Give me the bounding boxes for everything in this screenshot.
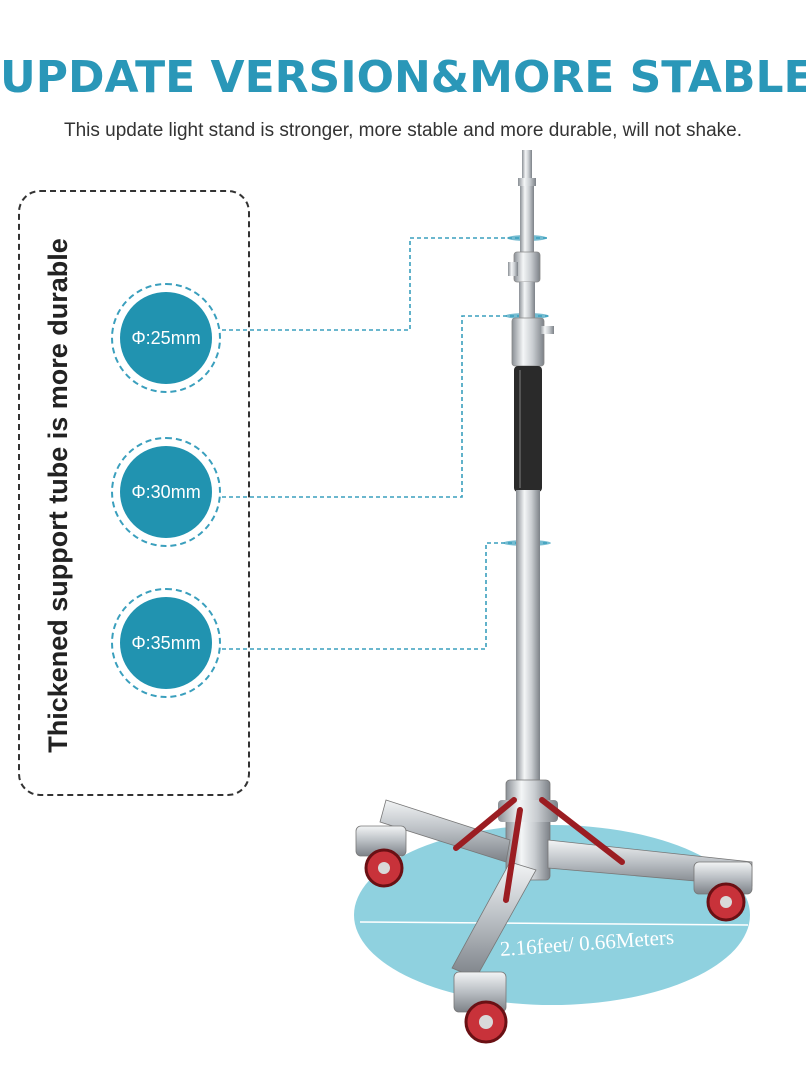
spigot bbox=[522, 150, 532, 180]
subheadline: This update light stand is stronger, mor… bbox=[63, 120, 743, 141]
foam-grip bbox=[514, 366, 542, 492]
leader-lines bbox=[222, 237, 548, 650]
badge-label: Φ:25mm bbox=[120, 292, 212, 384]
lower-riser bbox=[516, 490, 540, 790]
badge-label: Φ:35mm bbox=[120, 597, 212, 689]
badge-label: Φ:30mm bbox=[120, 446, 212, 538]
middle-riser bbox=[519, 282, 535, 322]
headline: UPDATE VERSION&MORE STABLE bbox=[0, 52, 806, 103]
upper-riser bbox=[520, 186, 534, 256]
leg-braces bbox=[453, 797, 625, 903]
dimension-line bbox=[359, 921, 749, 926]
caster-right bbox=[693, 861, 753, 922]
feature-panel bbox=[18, 190, 250, 796]
diameter-badge-30: Φ:30mm bbox=[111, 437, 221, 547]
caster-front bbox=[453, 971, 508, 1044]
diameter-badge-25: Φ:25mm bbox=[111, 283, 221, 393]
diameter-badge-35: Φ:35mm bbox=[111, 588, 221, 698]
caster-left bbox=[355, 825, 407, 888]
